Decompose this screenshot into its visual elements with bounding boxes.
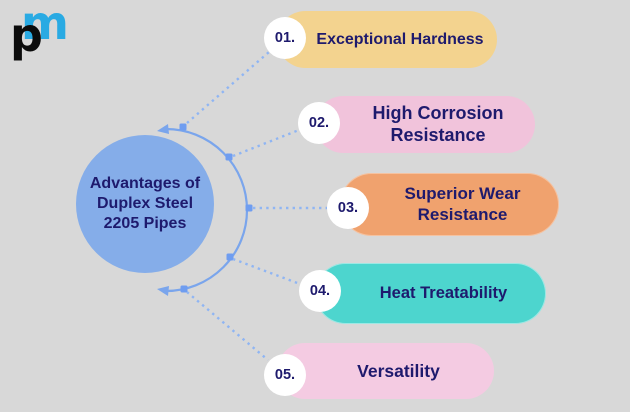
arc-arrow-top-icon [157,124,169,134]
arc-node-5 [180,285,188,293]
dotted-line-2 [232,128,300,158]
advantage-pill-2: High Corrosion Resistance [315,96,535,153]
dotted-line-1 [186,51,270,124]
number-badge-text-3: 03. [337,200,359,216]
advantage-label-1: Exceptional Hardness [316,30,484,48]
arc-node-3 [245,204,253,212]
central-topic-title: Advantages of Duplex Steel 2205 Pipes [89,175,201,232]
dotted-line-4 [232,257,301,286]
advantage-label-5: Versatility [357,360,440,381]
advantage-label-3: Superior Wear Resistance [404,184,521,224]
advantage-pill-4: Heat Treatability [315,263,546,324]
arc-node-2 [225,153,233,161]
number-badge-1: 01. [264,17,306,59]
logo-letter-m-icon: m [21,0,69,50]
number-badge-5: 05. [264,354,306,396]
number-badge-text-1: 01. [274,30,296,46]
number-badge-3: 03. [327,187,369,229]
number-badge-text-5: 05. [274,367,296,383]
arc-node-1 [179,123,187,131]
number-badge-4: 04. [299,270,341,312]
number-badge-text-2: 02. [308,115,330,131]
arc-arrow-bottom-icon [157,286,169,296]
arc-node-4 [226,253,234,261]
advantage-label-4: Heat Treatability [379,283,508,302]
advantage-pill-3: Superior Wear Resistance [340,173,559,236]
number-badge-2: 02. [298,102,340,144]
advantage-pill-5: Versatility [277,343,494,399]
logo-letter-p-icon: p [10,8,43,62]
number-badge-text-4: 04. [309,283,331,299]
dotted-line-5 [186,291,269,361]
advantage-label-2: High Corrosion Resistance [372,102,504,145]
central-topic-circle: Advantages of Duplex Steel 2205 Pipes [76,135,214,273]
brand-logo: m p [8,0,70,66]
advantage-pill-1: Exceptional Hardness [277,11,497,68]
